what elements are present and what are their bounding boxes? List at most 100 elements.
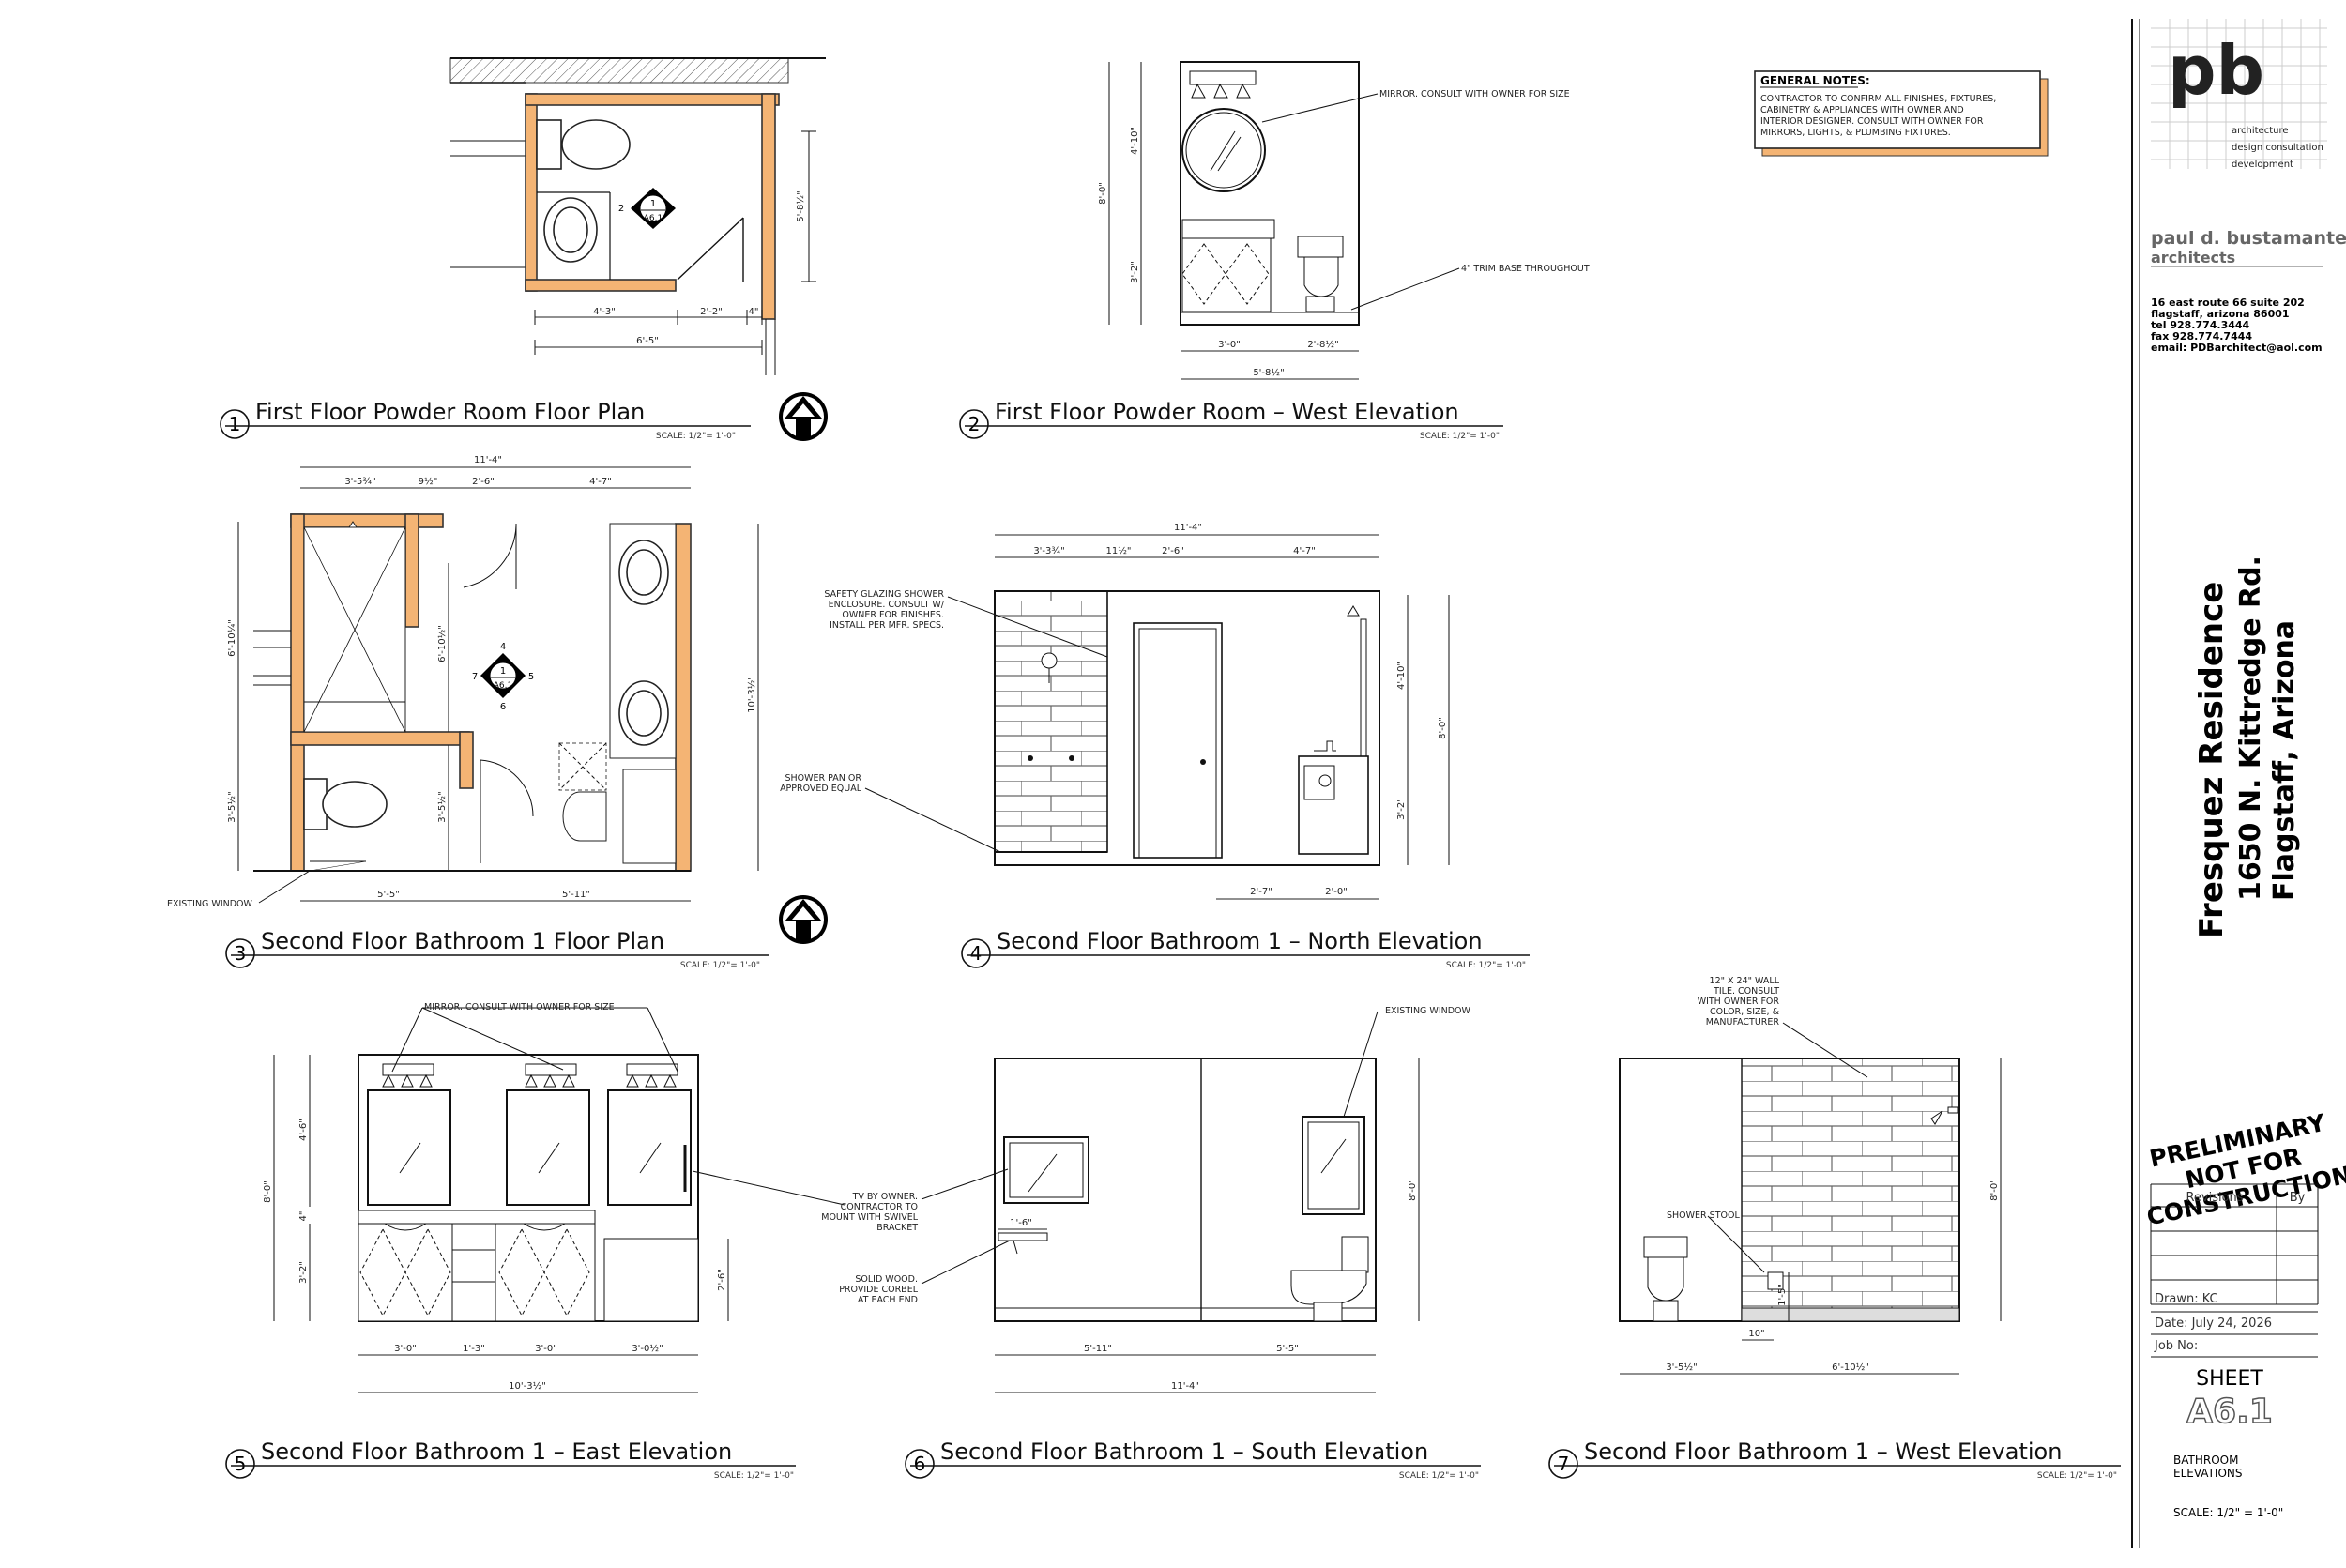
note: WITH OWNER FOR	[1698, 997, 1780, 1007]
dim: 6'-10½"	[1832, 1362, 1869, 1373]
dim: 5'-8½"	[1253, 367, 1284, 378]
dim: 11'-4"	[474, 455, 502, 465]
general-notes: GENERAL NOTES: CONTRACTOR TO CONFIRM ALL…	[1754, 70, 2049, 157]
view-scale: SCALE: 1/2"= 1'-0"	[680, 961, 760, 970]
firm-address: fax 928.774.7444	[2151, 330, 2252, 343]
dim: 1'-3"	[463, 1344, 485, 1354]
dim: 4"	[298, 1211, 309, 1222]
firm-address: email: PDBarchitect@aol.com	[2151, 342, 2323, 354]
firm-name: paul d. bustamante	[2151, 228, 2346, 249]
dim: 5'-11"	[562, 890, 590, 900]
view-title-4: 4 Second Floor Bathroom 1 – North Elevat…	[961, 928, 1530, 970]
dim: 2'-6"	[717, 1269, 727, 1291]
firm-address: tel 928.774.3444	[2151, 319, 2250, 331]
firm-address: flagstaff, arizona 86001	[2151, 308, 2290, 320]
svg-text:Revisions: Revisions	[2186, 1191, 2243, 1205]
view-scale: SCALE: 1/2"= 1'-0"	[656, 432, 736, 441]
marker-side: 6	[500, 702, 506, 712]
dim: 11½"	[1105, 545, 1131, 556]
dim: 3'-0"	[394, 1344, 417, 1354]
dim: 4'-10"	[1396, 662, 1407, 690]
dim: 4'-3"	[593, 307, 616, 317]
title-block: pb architecture design consultation deve…	[2131, 19, 2346, 1548]
dim: 9½"	[419, 476, 438, 487]
dim: 2'-0"	[1325, 887, 1348, 897]
notes-heading: GENERAL NOTES:	[1760, 74, 1870, 87]
dim: 5'-8½"	[795, 190, 806, 221]
view-title: First Floor Powder Room Floor Plan	[255, 399, 645, 425]
svg-text:design consultation: design consultation	[2232, 143, 2323, 153]
marker-sheet: A6.1	[494, 681, 512, 691]
view-title-5: 5 Second Floor Bathroom 1 – East Elevati…	[225, 1439, 796, 1481]
view-1-floor-plan: 1 A6.1 2 4'-3" 2'-2" 4" 6'-5" 5'-8½"	[449, 57, 826, 375]
dim: 3'-2"	[298, 1261, 309, 1284]
dim: 4'-7"	[1293, 546, 1316, 556]
svg-text:architecture: architecture	[2232, 126, 2289, 136]
dim: 11'-4"	[1174, 523, 1202, 533]
marker-num: 1	[500, 666, 506, 677]
dim: 3'-0½"	[632, 1343, 663, 1354]
note: MIRROR. CONSULT WITH OWNER FOR SIZE	[1379, 89, 1570, 99]
notes-line: CONTRACTOR TO CONFIRM ALL FINISHES, FIXT…	[1760, 94, 1996, 104]
note: MIRROR. CONSULT WITH OWNER FOR SIZE	[424, 1002, 615, 1012]
svg-text:7: 7	[1558, 1453, 1570, 1475]
note: 4" TRIM BASE THROUGHOUT	[1461, 264, 1590, 274]
dim: 3'-0"	[535, 1344, 557, 1354]
note: OWNER FOR FINISHES.	[842, 610, 944, 620]
notes-line: INTERIOR DESIGNER. CONSULT WITH OWNER FO…	[1760, 116, 1984, 127]
marker-num: 1	[650, 199, 656, 209]
note: 12" X 24" WALL	[1710, 976, 1780, 986]
svg-text:By: By	[2290, 1191, 2306, 1205]
svg-text:5: 5	[235, 1453, 247, 1475]
dim: 4'-10"	[1130, 127, 1140, 155]
dim: 2'-7"	[1250, 887, 1272, 897]
svg-text:pb: pb	[2168, 31, 2264, 110]
dim: 3'-3¾"	[1033, 546, 1064, 556]
svg-text:6: 6	[914, 1453, 926, 1475]
note: EXISTING WINDOW	[1385, 1006, 1471, 1016]
north-arrow-icon	[779, 392, 828, 441]
firm-address: 16 east route 66 suite 202	[2151, 297, 2305, 309]
sheet-date: Date: July 24, 2026	[2155, 1317, 2272, 1331]
job-number: Job No:	[2154, 1339, 2198, 1353]
view-title-6: 6 Second Floor Bathroom 1 – South Elevat…	[905, 1439, 1481, 1481]
marker-side: 5	[528, 672, 534, 682]
view-scale: SCALE: 1/2"= 1'-0"	[2037, 1471, 2117, 1481]
view-2-elevation: MIRROR. CONSULT WITH OWNER FOR SIZE 4" T…	[1098, 61, 1590, 380]
dim: 3'-0"	[1218, 340, 1241, 350]
view-scale: SCALE: 1/2"= 1'-0"	[1420, 432, 1500, 441]
dim: 3'-5½"	[436, 791, 448, 822]
dim: 2'-6"	[472, 477, 495, 487]
view-title-2: 2 First Floor Powder Room – West Elevati…	[959, 399, 1503, 441]
note: CONTRACTOR TO	[841, 1202, 918, 1212]
sheet-title: ELEVATIONS	[2173, 1467, 2242, 1480]
note: COLOR, SIZE, &	[1710, 1007, 1780, 1017]
svg-text:4: 4	[970, 942, 983, 965]
view-title-3: 3 Second Floor Bathroom 1 Floor Plan SCA…	[225, 928, 769, 970]
svg-text:development: development	[2232, 160, 2293, 170]
dim: 3'-5½"	[1666, 1362, 1697, 1373]
svg-text:1: 1	[229, 413, 241, 435]
view-title: Second Floor Bathroom 1 – East Elevation	[261, 1439, 732, 1465]
svg-text:3: 3	[235, 942, 247, 965]
dim: 8'-0"	[1408, 1179, 1418, 1201]
view-title-1: 1 First Floor Powder Room Floor Plan SCA…	[220, 399, 751, 441]
dim: 8'-0"	[1989, 1179, 2000, 1201]
note: EXISTING WINDOW	[167, 899, 253, 909]
dim: 6'-10½"	[436, 625, 448, 662]
project-name: Fresquez Residence 1650 N. Kittredge Rd.…	[2193, 556, 2301, 938]
dim: 4"	[749, 307, 759, 317]
view-scale: SCALE: 1/2"= 1'-0"	[1446, 961, 1526, 970]
note: SOLID WOOD.	[855, 1274, 918, 1285]
view-6-elevation: EXISTING WINDOW TV BY OWNER. CONTRACTOR …	[821, 1006, 1471, 1393]
sheet-number: A6.1	[2186, 1393, 2273, 1431]
note: INSTALL PER MFR. SPECS.	[830, 620, 944, 631]
dim: 3'-5¾"	[344, 477, 375, 487]
dim: 10'-3½"	[509, 1380, 546, 1392]
dim: 5'-5"	[377, 890, 400, 900]
view-title: Second Floor Bathroom 1 – South Elevatio…	[940, 1439, 1428, 1465]
notes-line: MIRRORS, LIGHTS, & PLUMBING FIXTURES.	[1760, 128, 1951, 138]
marker-side: 2	[618, 204, 624, 214]
dim: 5'-5"	[1276, 1344, 1299, 1354]
dim: 10'-3½"	[746, 676, 757, 713]
